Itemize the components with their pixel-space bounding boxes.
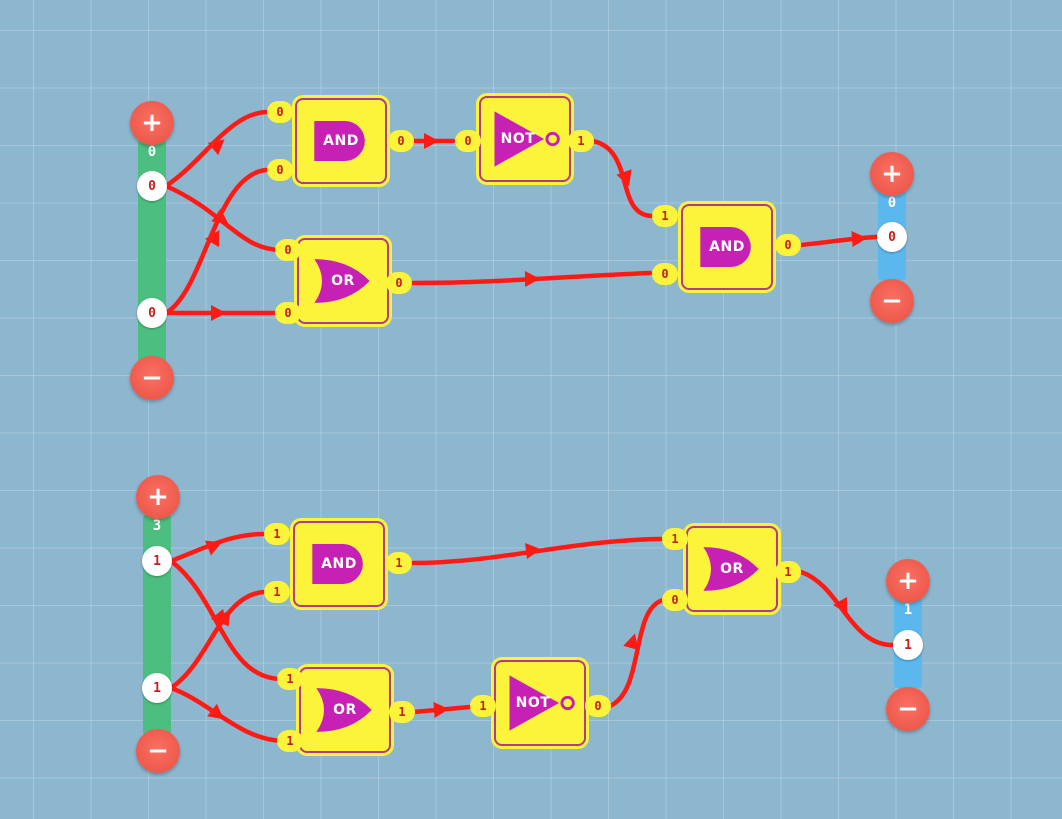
- gate-input-port[interactable]: 1: [662, 528, 688, 550]
- arrow-icon: [207, 703, 224, 720]
- remove-output-button[interactable]: −: [886, 687, 930, 731]
- wire[interactable]: [163, 183, 284, 253]
- remove-input-button[interactable]: −: [130, 356, 174, 400]
- arrow-icon: [210, 608, 227, 626]
- wire[interactable]: [798, 569, 895, 648]
- gate-label: OR: [331, 273, 355, 289]
- gate-output-port[interactable]: 0: [386, 272, 412, 294]
- gate-label: OR: [333, 702, 357, 718]
- remove-output-button[interactable]: −: [870, 279, 914, 323]
- and-gate-icon: [700, 226, 751, 268]
- input-pin[interactable]: 0: [137, 298, 167, 328]
- arrow-icon: [623, 633, 639, 651]
- gate-input-port[interactable]: 0: [662, 589, 688, 611]
- not-gate[interactable]: NOT: [494, 660, 586, 746]
- gate-input-port[interactable]: 1: [652, 205, 678, 227]
- not-gate[interactable]: NOT: [479, 96, 571, 182]
- arrow-icon: [851, 231, 867, 247]
- input-pin[interactable]: 1: [142, 546, 172, 576]
- add-output-button[interactable]: +: [886, 559, 930, 603]
- wire[interactable]: [168, 589, 267, 691]
- gate-input-port[interactable]: 0: [652, 263, 678, 285]
- or-gate-icon: [316, 688, 372, 732]
- add-output-button[interactable]: +: [870, 152, 914, 196]
- gate-output-port[interactable]: 1: [568, 130, 594, 152]
- or-gate[interactable]: OR: [686, 526, 778, 612]
- arrow-icon: [205, 230, 220, 247]
- gate-output-port[interactable]: 0: [388, 130, 414, 152]
- gate-input-port[interactable]: 0: [275, 302, 301, 324]
- arrow-icon: [833, 597, 848, 614]
- arrow-icon: [616, 169, 632, 187]
- not-gate-icon: [494, 111, 560, 167]
- arrow-icon: [205, 540, 222, 556]
- gate-output-port[interactable]: 0: [585, 695, 611, 717]
- arrow-icon: [207, 139, 225, 156]
- wire[interactable]: [607, 597, 666, 709]
- remove-input-button[interactable]: −: [136, 729, 180, 773]
- wire[interactable]: [168, 558, 286, 682]
- output-pin: 1: [893, 630, 923, 660]
- gate-input-port[interactable]: 0: [275, 239, 301, 261]
- input-pin[interactable]: 1: [142, 673, 172, 703]
- add-input-button[interactable]: +: [136, 475, 180, 519]
- input-pin[interactable]: 0: [137, 171, 167, 201]
- gate-label: NOT: [515, 695, 551, 711]
- arrow-icon: [524, 271, 540, 287]
- gate-output-port[interactable]: 1: [386, 552, 412, 574]
- arrow-icon: [211, 305, 226, 321]
- or-gate[interactable]: OR: [297, 238, 389, 324]
- gate-label: OR: [720, 561, 744, 577]
- arrow-icon: [424, 133, 439, 149]
- and-gate[interactable]: AND: [293, 521, 385, 607]
- input-count: 0: [147, 144, 157, 160]
- add-input-button[interactable]: +: [130, 101, 174, 145]
- gate-input-port[interactable]: 0: [267, 101, 293, 123]
- and-gate-icon: [314, 120, 365, 162]
- gate-label: AND: [321, 556, 357, 572]
- gate-output-port[interactable]: 0: [775, 234, 801, 256]
- input-count: 3: [152, 518, 162, 534]
- arrow-icon: [433, 702, 449, 718]
- gate-input-port[interactable]: 0: [455, 130, 481, 152]
- or-gate-icon: [314, 259, 370, 303]
- gate-label: AND: [323, 133, 359, 149]
- output-count: 0: [887, 195, 897, 211]
- gate-input-port[interactable]: 1: [277, 668, 303, 690]
- wire[interactable]: [168, 685, 286, 744]
- gate-label: AND: [709, 239, 745, 255]
- gate-input-port[interactable]: 1: [277, 730, 303, 752]
- wire[interactable]: [163, 109, 271, 189]
- or-gate-icon: [703, 547, 759, 591]
- gate-input-port[interactable]: 1: [264, 523, 290, 545]
- gate-output-port[interactable]: 1: [775, 561, 801, 583]
- output-pin: 0: [877, 222, 907, 252]
- gate-output-port[interactable]: 1: [389, 701, 415, 723]
- gate-input-port[interactable]: 0: [267, 159, 293, 181]
- output-count: 1: [903, 602, 913, 618]
- arrow-icon: [211, 208, 229, 224]
- and-gate[interactable]: AND: [681, 204, 773, 290]
- gate-label: NOT: [500, 131, 536, 147]
- or-gate[interactable]: OR: [299, 667, 391, 753]
- wire[interactable]: [798, 234, 879, 248]
- gate-input-port[interactable]: 1: [470, 695, 496, 717]
- and-gate[interactable]: AND: [295, 98, 387, 184]
- gate-input-port[interactable]: 1: [264, 581, 290, 603]
- not-gate-icon: [509, 675, 575, 731]
- arrow-icon: [525, 543, 541, 559]
- wire[interactable]: [163, 167, 269, 316]
- and-gate-icon: [312, 543, 363, 585]
